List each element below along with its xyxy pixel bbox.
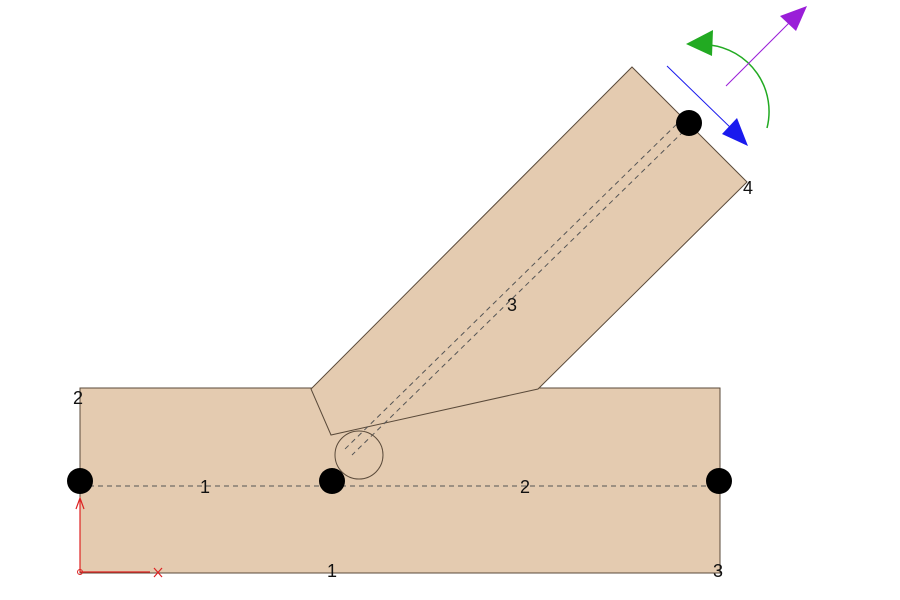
node-right[interactable] [706, 468, 732, 494]
member-axis-3b [344, 117, 684, 450]
coordinate-axes-icon [75, 496, 163, 578]
member-label-3: 3 [507, 295, 517, 315]
member-label-2: 2 [520, 477, 530, 497]
corner-label-bottom-right: 3 [713, 561, 723, 581]
brace-member[interactable] [310, 66, 748, 436]
corner-label-brace-top: 4 [743, 178, 753, 198]
corner-label-top-left: 2 [73, 388, 83, 408]
normal-force-arrow-icon[interactable] [666, 65, 748, 146]
member-axis-3a [351, 124, 691, 456]
node-middle[interactable] [319, 468, 345, 494]
rotation-arrow-icon[interactable] [686, 30, 770, 129]
node-brace-end[interactable] [676, 110, 702, 136]
tangent-force-arrow-icon[interactable] [725, 6, 807, 87]
hinge-circle[interactable] [334, 430, 384, 480]
bottom-edge-label: 1 [327, 561, 337, 581]
node-left[interactable] [67, 468, 93, 494]
member-label-1: 1 [200, 477, 210, 497]
